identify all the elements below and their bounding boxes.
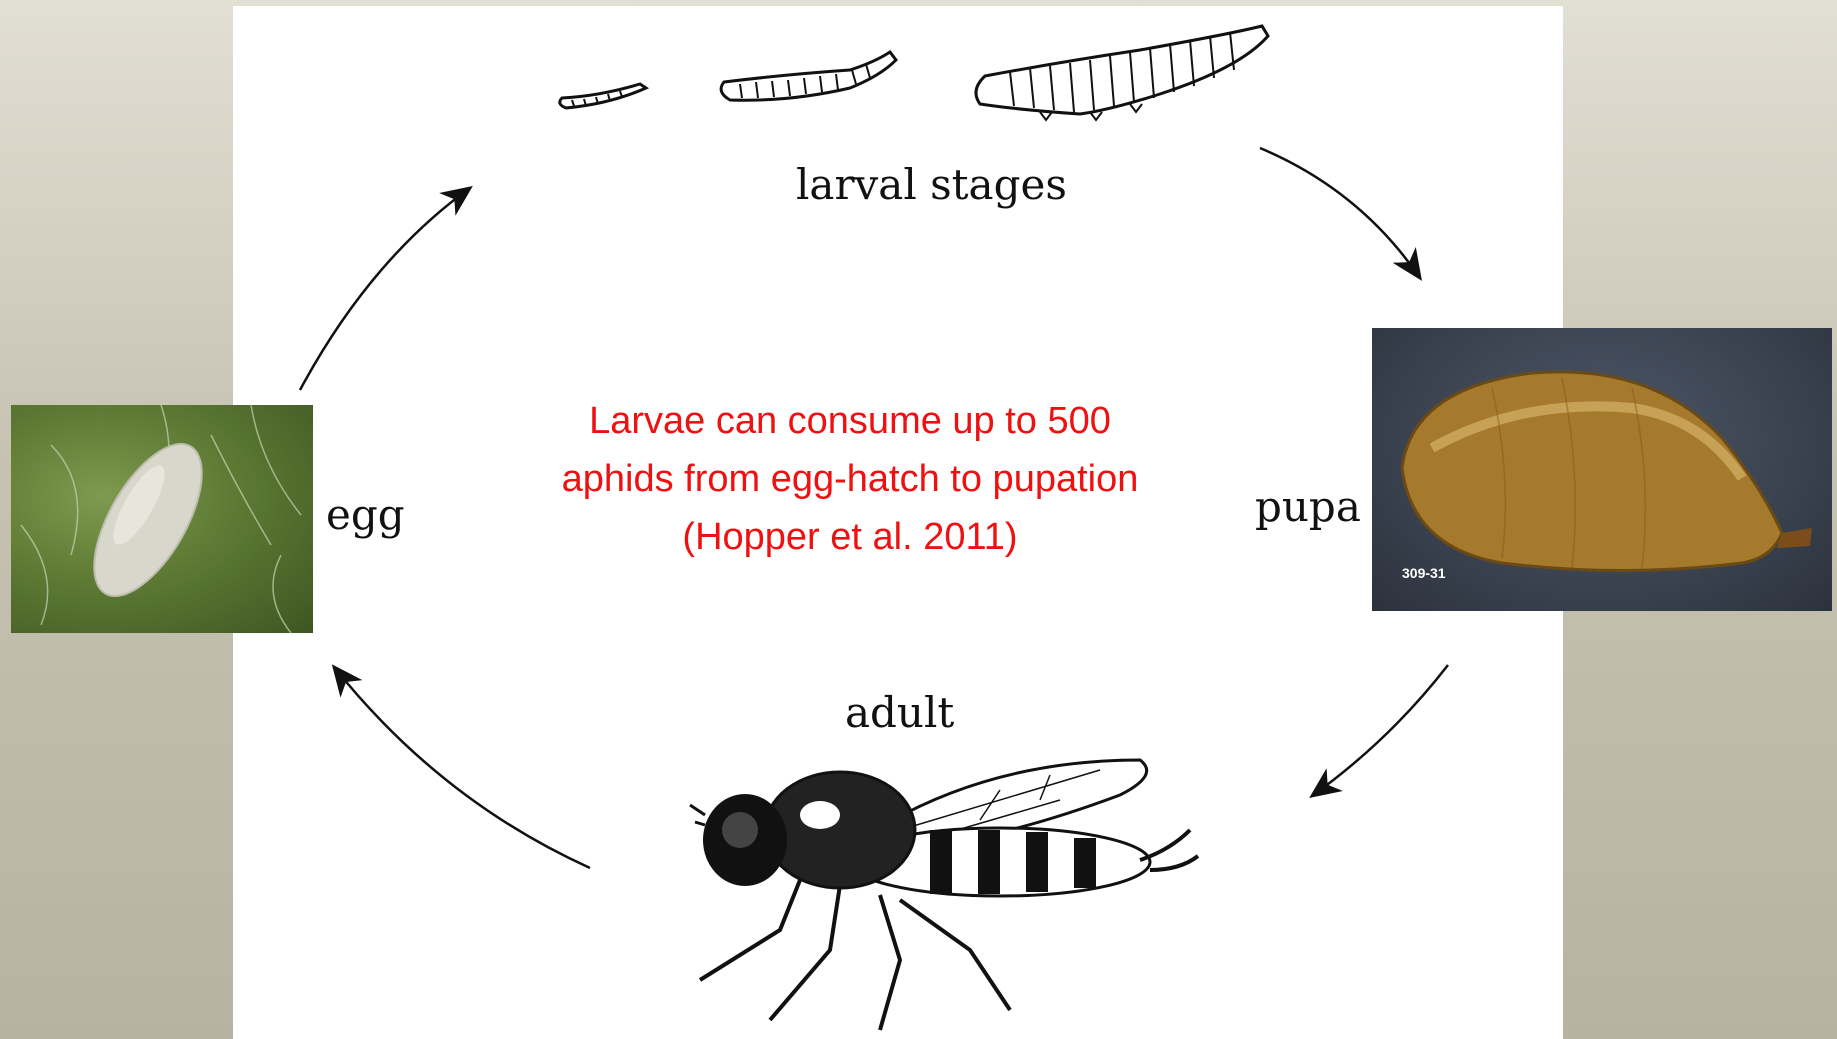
arrow-egg-to-larva <box>300 188 470 390</box>
pupa-photo: 309-31 <box>1372 328 1832 611</box>
stage-label-pupa: pupa <box>1255 482 1361 531</box>
larva-medium-illustration <box>721 52 896 100</box>
arrow-pupa-to-adult <box>1312 665 1448 796</box>
arrow-adult-to-egg <box>334 667 590 868</box>
callout-line-2: aphids from egg-hatch to pupation <box>470 450 1230 508</box>
egg-photo <box>11 405 313 633</box>
stage-label-adult: adult <box>845 688 954 737</box>
pupa-photo-code: 309-31 <box>1402 565 1446 581</box>
arrow-larva-to-pupa <box>1260 148 1420 278</box>
larva-small-illustration <box>560 84 646 108</box>
stage-label-larval: larval stages <box>796 160 1067 209</box>
consumption-callout: Larvae can consume up to 500 aphids from… <box>470 392 1230 566</box>
callout-line-1: Larvae can consume up to 500 <box>470 392 1230 450</box>
stage-label-egg: egg <box>326 490 405 539</box>
larva-large-illustration <box>976 26 1268 120</box>
callout-citation: (Hopper et al. 2011) <box>470 508 1230 566</box>
egg-photo-art <box>11 405 313 633</box>
adult-hoverfly-illustration <box>690 760 1198 1030</box>
